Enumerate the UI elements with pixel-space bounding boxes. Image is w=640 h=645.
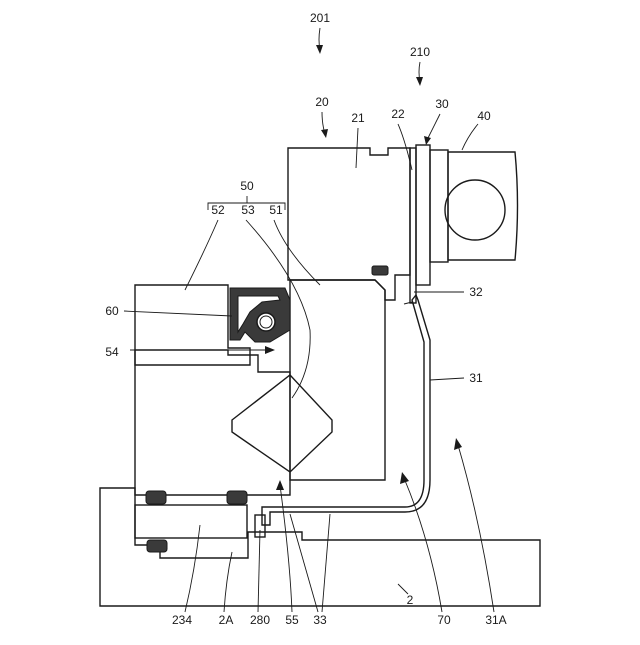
label-55: 55	[285, 613, 299, 627]
small-seal-bottom	[147, 540, 167, 552]
leader-51	[274, 220, 320, 285]
label-50: 50	[240, 179, 254, 193]
arrow-55-head	[276, 480, 284, 490]
label-20: 20	[315, 95, 329, 109]
label-31: 31	[469, 371, 483, 385]
small-seal-top	[372, 266, 388, 275]
leader-31	[430, 378, 464, 380]
label-32: 32	[469, 285, 483, 299]
label-60: 60	[105, 304, 119, 318]
label-2A: 2A	[219, 613, 234, 627]
label-30: 30	[435, 97, 449, 111]
leader-60	[124, 311, 232, 316]
arrow-30-head	[424, 136, 431, 145]
leader-33b	[322, 514, 330, 612]
leader-31A	[458, 445, 494, 612]
arrow-54-head	[265, 346, 275, 354]
leader-33a	[290, 514, 318, 612]
small-seal-left	[146, 491, 166, 504]
leader-2A	[224, 552, 232, 612]
part-40-shaft	[448, 152, 518, 260]
part-40-bearing-ball	[445, 180, 505, 240]
leader-30	[427, 114, 440, 140]
leader-2	[398, 584, 408, 594]
arrow-201-head	[316, 45, 323, 54]
leader-40	[462, 124, 478, 150]
label-201: 201	[310, 11, 330, 25]
label-33: 33	[313, 613, 327, 627]
leader-22	[398, 124, 412, 170]
leader-280	[258, 530, 260, 612]
arrow-20-head	[321, 129, 328, 138]
small-seal-mid	[227, 491, 247, 504]
label-40: 40	[477, 109, 491, 123]
arrow-210-head	[416, 77, 423, 86]
part-234	[135, 505, 247, 538]
label-51: 51	[269, 203, 283, 217]
arrow-31A-head	[454, 438, 462, 450]
label-22: 22	[391, 107, 405, 121]
label-234: 234	[172, 613, 192, 627]
label-53: 53	[241, 203, 255, 217]
label-210: 210	[410, 45, 430, 59]
label-31A: 31A	[485, 613, 506, 627]
label-70: 70	[437, 613, 451, 627]
leader-70	[404, 478, 442, 612]
label-2: 2	[407, 593, 414, 607]
label-280: 280	[250, 613, 270, 627]
arrow-70-head	[400, 472, 409, 484]
label-54: 54	[105, 345, 119, 359]
part-30-wall	[416, 145, 430, 285]
part-21-upper-block	[288, 148, 410, 300]
label-52: 52	[211, 203, 225, 217]
part-53-roller	[232, 375, 332, 472]
leader-55	[280, 485, 292, 612]
label-21: 21	[351, 111, 365, 125]
leader-52	[185, 220, 218, 290]
part-22-plate	[410, 148, 416, 303]
part-52-lower	[135, 350, 290, 495]
